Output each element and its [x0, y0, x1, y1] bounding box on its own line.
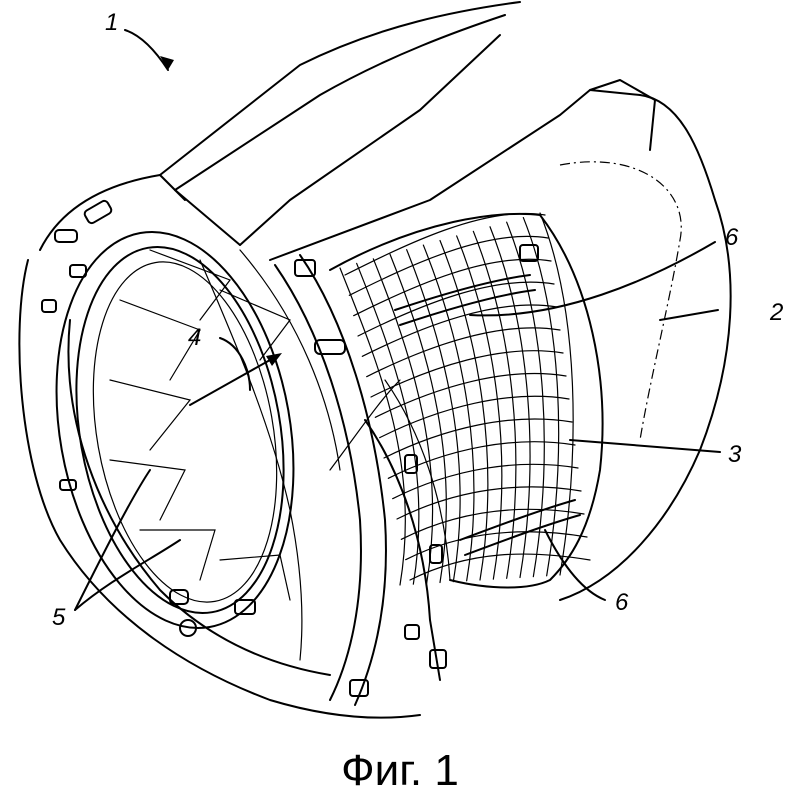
grid-line-horizontal: [379, 395, 570, 439]
grid-line-horizontal: [400, 508, 585, 540]
ref-4: 4: [188, 324, 201, 351]
grid-line-horizontal: [396, 486, 582, 520]
grid-line-horizontal: [344, 212, 546, 276]
grid-line-vertical: [339, 267, 406, 586]
ref-6-top: 6: [725, 224, 739, 251]
ref-2: 2: [769, 299, 783, 326]
grid-line-horizontal: [366, 327, 561, 378]
ref-1: 1: [105, 9, 118, 36]
ref-3: 3: [728, 441, 742, 468]
fan-blades: [109, 249, 291, 601]
grid-line-horizontal: [409, 553, 591, 581]
leader-lines: [74, 29, 721, 611]
grid-line-vertical: [422, 244, 475, 582]
grid-line-vertical: [356, 262, 420, 585]
grid-line-horizontal: [353, 258, 552, 317]
grid-line-horizontal: [405, 531, 588, 561]
grid-line-horizontal: [374, 372, 567, 418]
grid-line-horizontal: [387, 441, 576, 479]
inlet-ring: [41, 199, 295, 637]
grid-line-vertical: [539, 212, 574, 576]
ref-5: 5: [52, 604, 66, 631]
grid-line-vertical: [456, 235, 503, 580]
grid-line-horizontal: [392, 463, 579, 500]
ref-6-bottom: 6: [615, 589, 629, 616]
grid-line-horizontal: [361, 304, 558, 357]
grid-line-horizontal: [357, 281, 555, 337]
rear-flange: [274, 244, 539, 706]
stiffener-bands: [394, 274, 581, 556]
inner-duct: [199, 249, 401, 661]
grid-line-horizontal: [348, 235, 549, 296]
grid-line-vertical: [439, 239, 489, 581]
figure-caption: Фиг. 1: [341, 746, 459, 795]
grid-line-vertical: [389, 253, 447, 584]
grid-line-horizontal: [370, 350, 564, 398]
grid-line-vertical: [489, 226, 531, 579]
grid-line-vertical: [406, 249, 461, 583]
acoustic-panel-grid: [329, 212, 604, 589]
grid-line-horizontal: [383, 418, 573, 459]
nacelle-shell: [18, 1, 732, 719]
